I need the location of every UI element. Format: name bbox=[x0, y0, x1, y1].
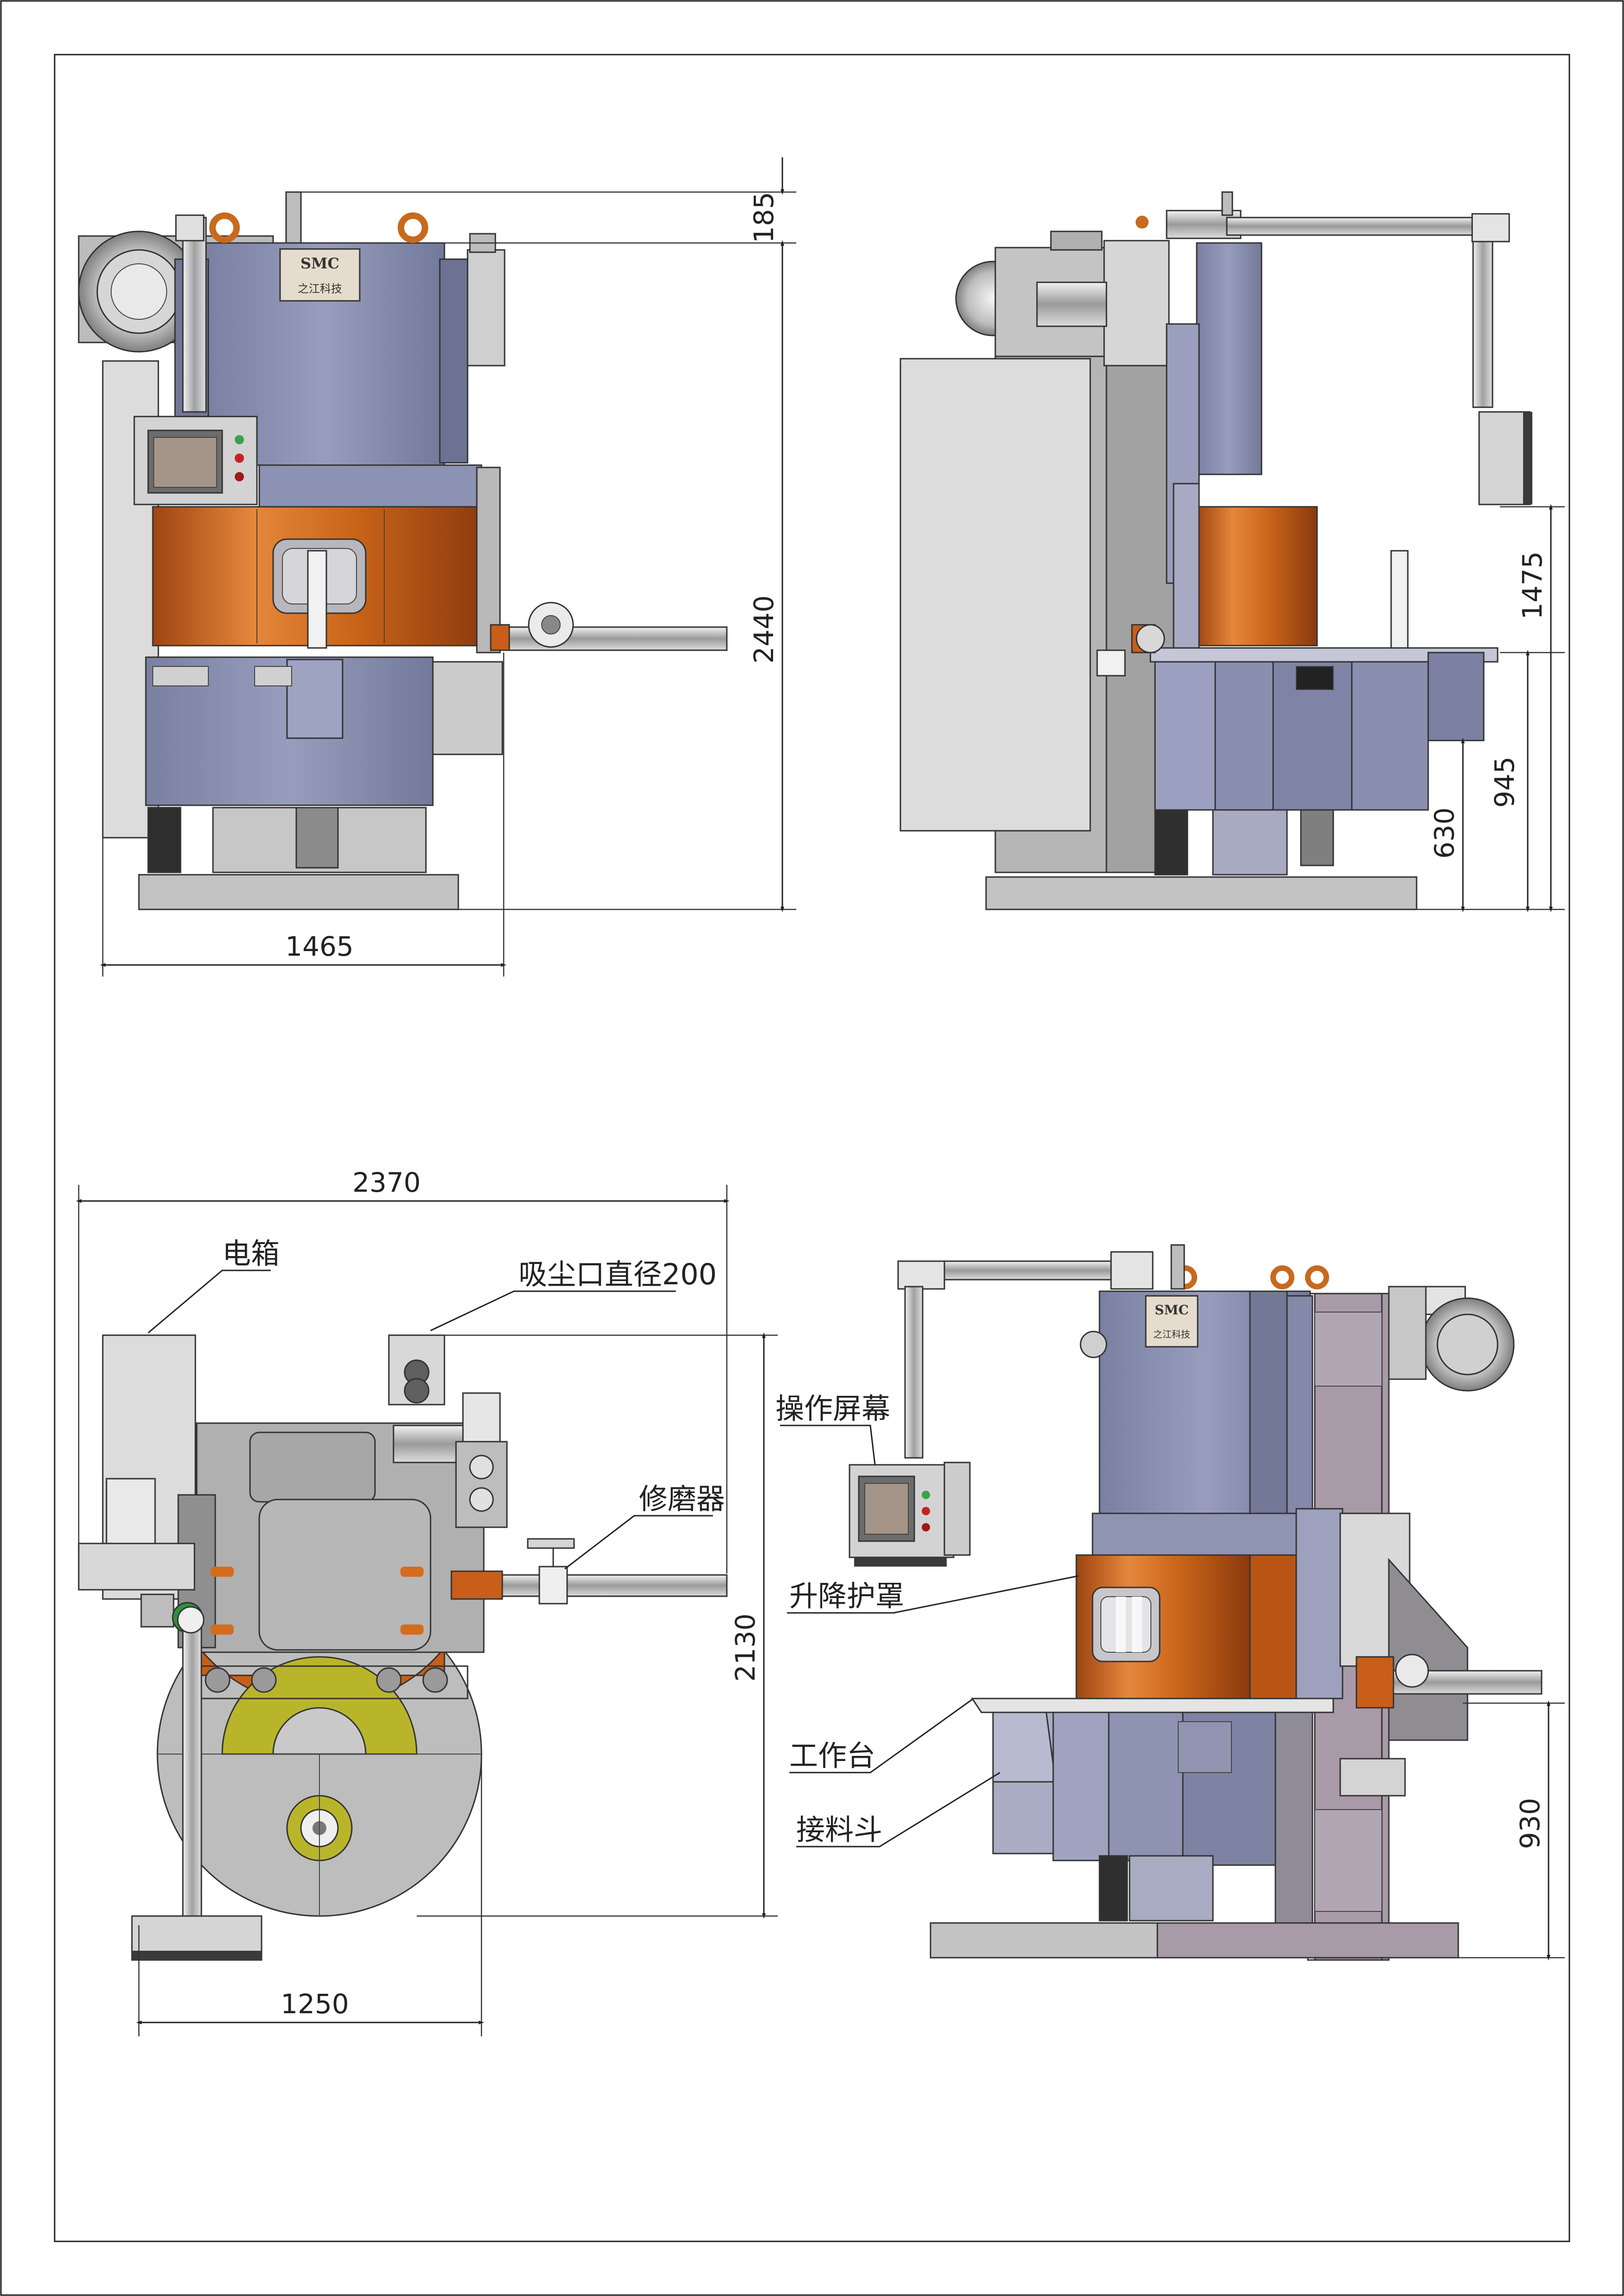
operator-screen bbox=[133, 416, 258, 505]
dim-side-upper: 1475 bbox=[1517, 551, 1548, 620]
top-view: 2370 2130 1250 电箱 吸尘口直径200 修磨器 bbox=[76, 1167, 778, 2036]
iso-nameplate: SMC 之江科技 bbox=[1145, 1295, 1199, 1348]
iso-plate-brand: SMC bbox=[1155, 1302, 1189, 1318]
dim-side-lower: 630 bbox=[1429, 808, 1460, 859]
side-view: 1475 945 630 bbox=[899, 191, 1565, 912]
label-electric-box: 电箱 bbox=[222, 1237, 280, 1270]
front-orange-guard bbox=[152, 506, 489, 649]
iso-orange-guard bbox=[1075, 1554, 1297, 1699]
iso-operator-screen bbox=[849, 1462, 971, 1567]
dim-front-width: 1465 bbox=[285, 931, 354, 962]
plate-brand: SMC bbox=[300, 255, 339, 272]
front-view: SMC 之江科技 bbox=[78, 157, 796, 977]
label-dust-port: 吸尘口直径200 bbox=[518, 1257, 717, 1291]
label-dresser: 修磨器 bbox=[639, 1482, 725, 1516]
plate-company: 之江科技 bbox=[298, 282, 342, 295]
side-screen bbox=[1478, 411, 1532, 505]
dim-side-middle: 945 bbox=[1489, 757, 1520, 808]
label-screen: 操作屏幕 bbox=[775, 1392, 890, 1425]
label-hopper: 接料斗 bbox=[796, 1813, 882, 1847]
dim-front-top-offset: 185 bbox=[748, 192, 780, 243]
label-lift-cover: 升降护罩 bbox=[789, 1579, 904, 1613]
dim-top-width: 2370 bbox=[352, 1167, 421, 1198]
iso-plate-company: 之江科技 bbox=[1153, 1329, 1190, 1340]
dim-front-height: 2440 bbox=[748, 595, 780, 664]
dim-iso-table-height: 930 bbox=[1514, 1798, 1546, 1849]
dim-top-depth: 2130 bbox=[730, 1613, 761, 1682]
nameplate: SMC 之江科技 bbox=[279, 248, 361, 302]
dim-top-lower-width: 1250 bbox=[281, 1988, 349, 2020]
iso-view: SMC 之江科技 bbox=[775, 1244, 1565, 1961]
label-workbench: 工作台 bbox=[789, 1739, 875, 1773]
